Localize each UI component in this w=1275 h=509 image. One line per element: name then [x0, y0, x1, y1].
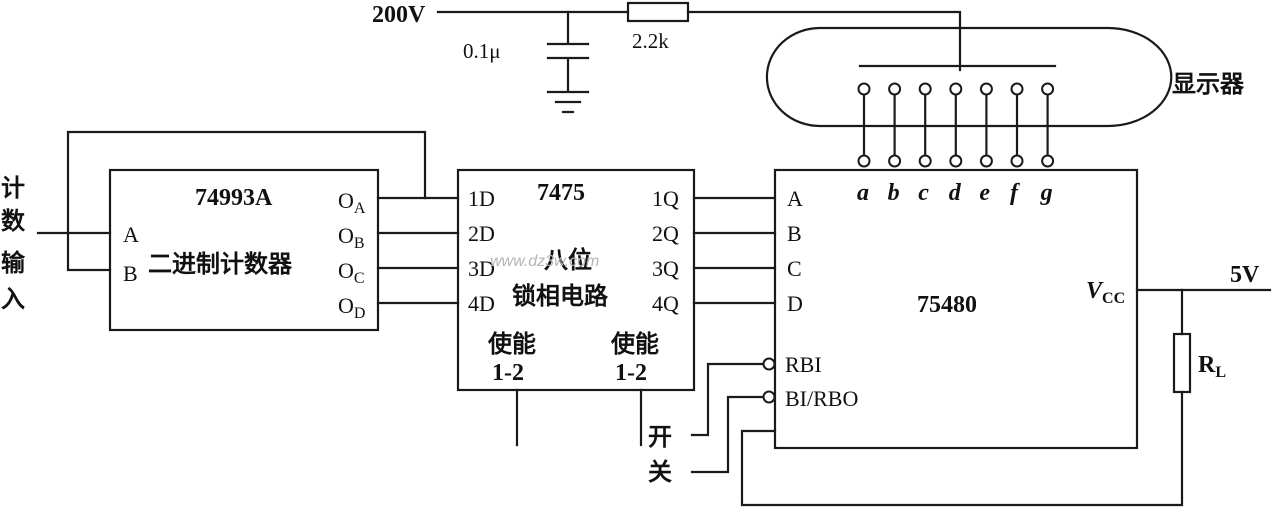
input-wires: [36, 130, 427, 272]
counter-desc: 二进制计数器: [148, 250, 293, 278]
latch-box: [456, 168, 696, 392]
display-pin-a: [857, 82, 871, 96]
counter-box: [108, 168, 380, 332]
supply-5v-label: 5V: [1230, 262, 1260, 288]
decoder-pin-d: D: [787, 291, 803, 316]
segment-label-e: e: [979, 180, 990, 206]
latch-enable-right-label: 使能: [610, 330, 659, 358]
load-resistor-symbol: [1172, 332, 1192, 394]
latch-desc-1: 八位: [544, 246, 592, 274]
decoder-seg-terminal-a: [857, 154, 871, 168]
counter-latch-wires: [376, 196, 460, 305]
segment-label-a: a: [857, 180, 869, 206]
resistor-2k2-symbol: [626, 1, 690, 23]
input-char-1: 计: [1, 174, 25, 202]
capacitor-symbol: [546, 10, 590, 114]
counter-chip: 74993A 二进制计数器 A B OA OB OC OD: [108, 168, 380, 332]
segment-label-f: f: [1010, 180, 1020, 206]
latch-enable-left-label: 使能: [487, 330, 536, 358]
decoder-box: [773, 168, 1139, 450]
decoder-pin-a: A: [787, 186, 803, 211]
counter-pin-ob: OB: [338, 223, 365, 252]
switch-label-1: 开: [648, 423, 672, 451]
high-voltage-supply: 200V 0.1μ 2.2k: [372, 1, 962, 114]
counter-output-pins: OA OB OC OD: [338, 188, 366, 322]
latch-pin-1d: 1D: [468, 186, 495, 211]
counter-name: 74993A: [195, 185, 273, 211]
supply-wire: [436, 10, 962, 72]
counter-pin-od: OD: [338, 293, 365, 322]
display-pins: [857, 82, 1055, 96]
decoder-seg-terminal-e: [979, 154, 993, 168]
input-char-4: 入: [1, 285, 25, 313]
segment-label-g: g: [1040, 180, 1053, 206]
latch-enable-left-value: 1-2: [492, 360, 524, 386]
counter-pin-a: A: [123, 222, 139, 247]
input-char-2: 数: [1, 207, 26, 235]
birbo-switch-wire: [690, 395, 765, 474]
latch-enable-leads: [515, 388, 643, 447]
decoder-vcc-label: VCC: [1086, 278, 1125, 307]
latch-desc-2: 锁相电路: [512, 282, 609, 310]
decoder-seg-terminal-c: [918, 154, 932, 168]
load-resistor-wire: [740, 288, 1184, 507]
display-pin-b: [888, 82, 902, 96]
decoder-pin-b: B: [787, 221, 802, 246]
decoder-seg-terminal-f: [1010, 154, 1024, 168]
display-envelope: [765, 26, 1173, 128]
display-label: 显示器: [1172, 70, 1245, 98]
latch-pin-1q: 1Q: [652, 186, 679, 211]
decoder-pin-c: C: [787, 256, 802, 281]
latch-pin-3d: 3D: [468, 256, 495, 281]
display-tube: 显示器: [765, 26, 1245, 128]
count-input-label: 计 数 输 入: [1, 174, 26, 313]
latch-pin-3q: 3Q: [652, 256, 679, 281]
latch-pins: 1D 2D 3D 4D 1Q 2Q 3Q 4Q: [468, 186, 679, 316]
decoder-pin-rbi: RBI: [785, 352, 822, 377]
resistor-2k2-label: 2.2k: [632, 29, 669, 53]
decoder-name: 75480: [917, 292, 977, 318]
input-char-3: 输: [1, 249, 26, 277]
decoder-seg-terminal-d: [949, 154, 963, 168]
decoder-pin-bi-rbo: BI/RBO: [785, 386, 858, 411]
latch-pin-2d: 2D: [468, 221, 495, 246]
latch-pin-2q: 2Q: [652, 221, 679, 246]
segment-label-d: d: [949, 180, 962, 206]
latch-enable-right-value: 1-2: [615, 360, 647, 386]
counter-pin-oa: OA: [338, 188, 366, 217]
watermark: www.dz3w.com: [490, 253, 599, 270]
supply-200v-label: 200V: [372, 2, 426, 28]
display-pin-c: [918, 82, 932, 96]
latch-pin-4d: 4D: [468, 291, 495, 316]
decoder-seg-terminal-b: [888, 154, 902, 168]
display-pin-g: [1041, 82, 1055, 96]
display-pin-d: [949, 82, 963, 96]
counter-pin-oc: OC: [338, 258, 365, 287]
display-pin-e: [979, 82, 993, 96]
display-pin-f: [1010, 82, 1024, 96]
latch-decoder-wires: [692, 196, 777, 305]
load-resistor-label: RL: [1198, 352, 1226, 381]
birbo-inversion-bubble: [762, 390, 776, 404]
rbi-inversion-bubble: [762, 357, 776, 371]
counter-pin-b: B: [123, 261, 138, 286]
segment-label-b: b: [888, 180, 900, 206]
decoder-seg-terminal-g: [1041, 154, 1055, 168]
latch-name: 7475: [537, 180, 585, 206]
capacitor-label: 0.1μ: [463, 39, 501, 63]
segment-label-c: c: [918, 180, 929, 206]
latch-pin-4q: 4Q: [652, 291, 679, 316]
switch-label-2: 关: [648, 458, 672, 486]
rbi-switch-wire: [690, 362, 765, 437]
